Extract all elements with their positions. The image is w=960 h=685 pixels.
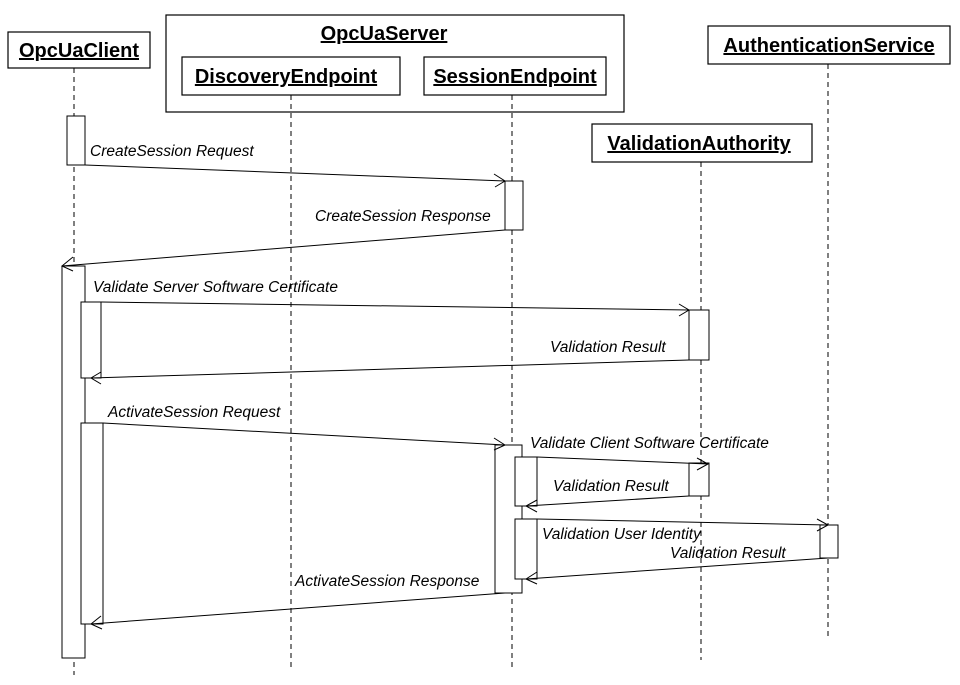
create-response-arrowhead xyxy=(61,256,74,272)
validation-result-2-arrow xyxy=(525,495,690,507)
create-response-label: CreateSession Response xyxy=(315,208,491,225)
validate-server-cert-arrowhead xyxy=(678,303,690,317)
opcuaclient-box xyxy=(7,31,151,69)
activate-request-arrowhead xyxy=(493,437,507,451)
validate-client-cert-arrow xyxy=(536,456,709,465)
discoveryendpoint-box xyxy=(181,56,401,96)
validate-user-label: Validation User Identity xyxy=(542,526,702,543)
activate-response-label: ActivateSession Response xyxy=(294,573,480,590)
validation-activation-2 xyxy=(688,462,710,497)
validation-activation-1 xyxy=(688,309,710,361)
validation-result-3-arrow xyxy=(525,557,829,580)
validation-result-1-arrowhead xyxy=(90,371,102,385)
discoveryendpoint-title: DiscoveryEndpoint xyxy=(195,66,378,88)
create-response-arrow xyxy=(61,229,506,267)
validate-server-cert-label: Validate Server Software Certificate xyxy=(93,279,338,296)
create-request-label: CreateSession Request xyxy=(90,143,254,160)
validation-result-3-arrowhead xyxy=(524,571,538,585)
opcuaclient-title: OpcUaClient xyxy=(19,40,139,62)
validationauthority-box xyxy=(591,123,813,163)
session-activation-3 xyxy=(514,456,538,507)
validate-client-cert-arrowhead xyxy=(696,457,710,471)
validation-result-2-arrowhead xyxy=(524,499,538,513)
opcuaserver-title: OpcUaServer xyxy=(321,23,448,45)
authenticationservice-title: AuthenticationService xyxy=(723,35,934,57)
session-activation-4 xyxy=(514,518,538,580)
create-request-arrowhead xyxy=(493,173,506,188)
validate-server-cert-arrow xyxy=(100,301,690,311)
client-activation-1 xyxy=(66,115,86,166)
auth-activation-1 xyxy=(819,524,839,559)
activate-response-arrow xyxy=(90,592,506,625)
sessionendpoint-box xyxy=(423,56,607,96)
validation-result-2-label: Validation Result xyxy=(553,478,669,495)
validation-result-3-label: Validation Result xyxy=(670,545,786,562)
session-activation-1 xyxy=(504,180,524,231)
validate-client-cert-label: Validate Client Software Certificate xyxy=(530,435,769,452)
activate-request-label: ActivateSession Request xyxy=(107,404,281,421)
client-activation-3 xyxy=(80,301,102,379)
activate-response-arrowhead xyxy=(90,615,103,630)
authenticationservice-box xyxy=(707,25,951,65)
validate-user-arrowhead xyxy=(816,518,830,532)
validation-result-1-label: Validation Result xyxy=(550,339,666,356)
validation-result-1-arrow xyxy=(90,359,690,379)
validationauthority-title: ValidationAuthority xyxy=(607,133,791,155)
create-request-arrow xyxy=(84,164,506,182)
sessionendpoint-title: SessionEndpoint xyxy=(433,66,597,88)
client-activation-4 xyxy=(80,422,104,625)
activate-request-arrow xyxy=(102,422,506,446)
validate-user-arrow xyxy=(536,518,829,526)
